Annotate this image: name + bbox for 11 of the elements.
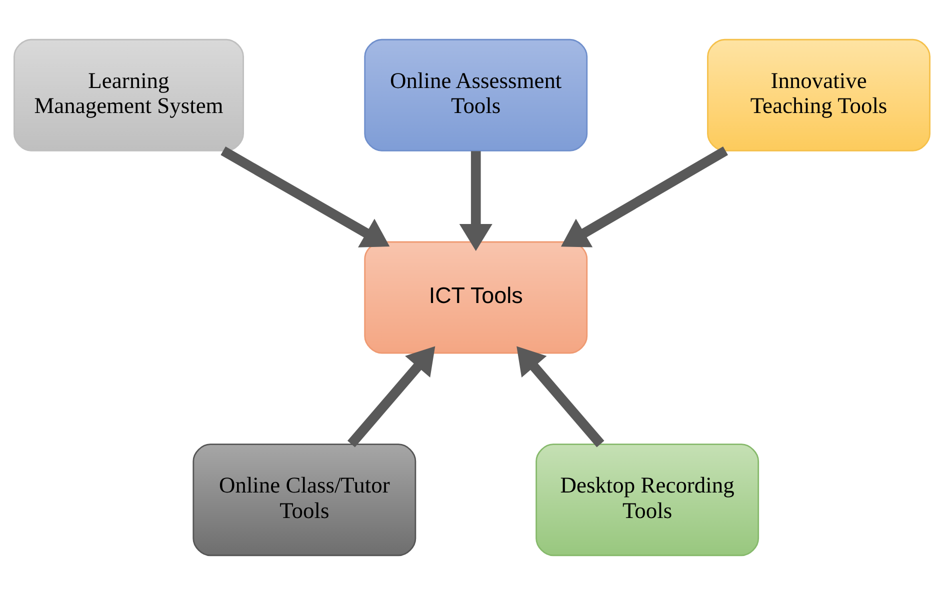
arrow: [560, 146, 728, 247]
arrow: [459, 150, 492, 251]
node-box: Learning Management System: [14, 38, 244, 151]
arrow: [516, 346, 604, 447]
node-box: Innovative Teaching Tools: [707, 38, 930, 151]
arrow: [347, 346, 436, 447]
arrow: [220, 146, 390, 247]
node-box: Online Class/Tutor Tools: [192, 443, 416, 556]
node-box: Desktop Recording Tools: [536, 443, 760, 556]
node-box: ICT Tools: [364, 240, 588, 354]
node-box: Online Assessment Tools: [364, 38, 588, 151]
